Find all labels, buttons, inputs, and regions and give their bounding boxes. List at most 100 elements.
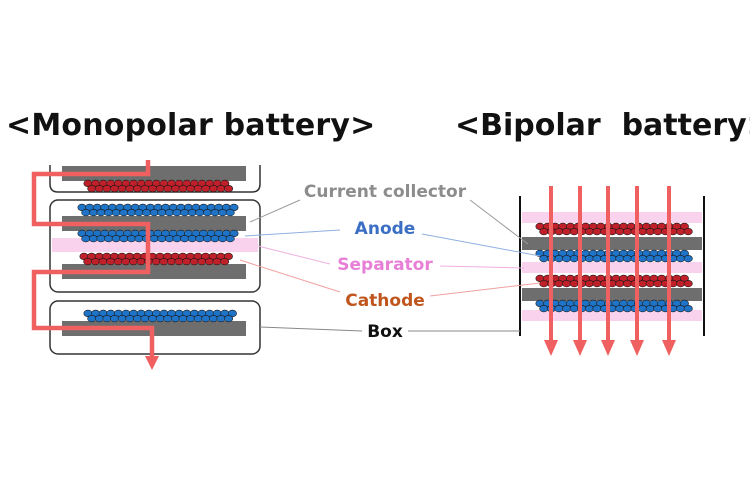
label-cathode: Cathode [345,291,425,311]
anode-particle [683,255,693,263]
anode-particle [202,209,212,217]
anode-particle [111,235,121,243]
cathode-particle [163,185,173,193]
cathode-particle [125,185,135,193]
anode-particle [210,209,220,217]
label-anode: Anode [354,219,416,239]
cathode-particle [539,280,549,288]
pointer-cathode-right [429,282,541,297]
cathode-particle [136,258,146,266]
cathode-particle [615,280,625,288]
cathode-particle [638,280,648,288]
anode-particle [132,315,142,323]
anode-particle [615,305,625,313]
cathode-particle [676,280,686,288]
anode-particle [562,255,572,263]
pointer-separator-left [257,245,331,265]
anode-particle [218,235,228,243]
pointer-cathode-left [239,259,341,293]
cathode-particle [201,185,211,193]
cathode-particle [197,258,207,266]
anode-particle [149,235,159,243]
anode-particle [193,315,203,323]
cathode-particle [216,185,226,193]
mono-current-path [31,160,155,358]
bipolar-title: <Bipolar battery> [455,108,750,143]
anode-particle [180,235,190,243]
cathode-particle [90,258,100,266]
mono-cathode-layer [79,252,233,266]
anode-particle [554,305,564,313]
cathode-particle [113,258,123,266]
cathode-particle [182,258,192,266]
cathode-particle [98,258,108,266]
cathode-particle [94,185,104,193]
cathode-particle [622,228,632,236]
cathode-particle [110,185,120,193]
anode-particle [164,235,174,243]
label-separator: Separator [337,255,433,275]
anode-particle [187,209,197,217]
anode-particle [208,315,218,323]
anode-particle [148,315,158,323]
mono-anode-layer [83,309,237,323]
anode-particle [104,235,114,243]
cathode-particle [562,280,572,288]
anode-particle [202,235,212,243]
cathode-particle [83,258,93,266]
anode-particle [225,209,235,217]
anode-particle [140,315,150,323]
anode-particle [111,209,121,217]
monopolar-title: <Monopolar battery> [6,108,376,143]
anode-particle [584,255,594,263]
anode-particle [201,315,211,323]
cathode-particle [212,258,222,266]
anode-particle [119,235,129,243]
label-box: Box [367,322,403,342]
pointer-current-collector-left [249,199,301,223]
cathode-particle [208,185,218,193]
cathode-particle [554,280,564,288]
bi-separator [522,212,702,223]
cathode-particle [121,258,131,266]
cathode-particle [189,258,199,266]
anode-particle [638,305,648,313]
mono-collector-3 [62,264,246,279]
anode-particle [88,235,98,243]
anode-particle [218,209,228,217]
anode-particle [210,235,220,243]
anode-particle [592,255,602,263]
cathode-particle [645,280,655,288]
cathode-particle [584,228,594,236]
mono-current-arrowhead [145,356,159,370]
cathode-particle [170,185,180,193]
cathode-particle [151,258,161,266]
cathode-particle [204,258,214,266]
anode-particle [676,305,686,313]
anode-particle [645,255,655,263]
anode-particle [562,305,572,313]
mono-cell-box-1 [49,165,261,193]
bi-separator [522,262,702,273]
anode-particle [149,209,159,217]
cathode-particle [592,228,602,236]
cathode-particle [178,185,188,193]
anode-particle [676,255,686,263]
bi-current-arrowhead [630,340,644,356]
bi-collector-1 [522,237,702,250]
bipolar-battery [519,186,705,356]
anode-particle [172,209,182,217]
anode-particle [163,315,173,323]
anode-particle [622,255,632,263]
bi-current-arrows [544,186,676,356]
cathode-particle [166,258,176,266]
mono-anode-layer [77,203,239,217]
anode-particle [539,305,549,313]
cathode-particle [622,280,632,288]
anode-particle [180,209,190,217]
anode-particle [81,235,91,243]
anode-particle [134,209,144,217]
anode-particle [134,235,144,243]
mono-cathode-layer [83,179,234,193]
